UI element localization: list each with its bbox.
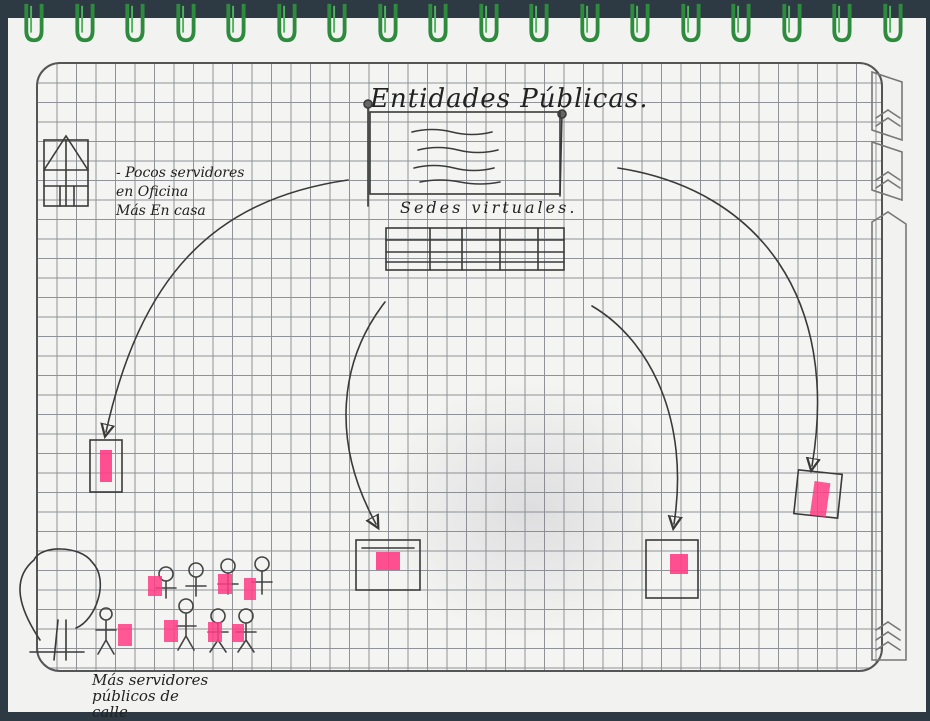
sedes-table-icon: [386, 228, 564, 270]
arrow-right: [618, 168, 818, 466]
device-icon-center-right: [646, 540, 698, 598]
arrow-center-left: [346, 302, 385, 524]
building-icon: [44, 136, 88, 206]
entity-board-icon: [364, 100, 566, 206]
person-group-icon: [96, 557, 272, 654]
arrow-left: [106, 180, 348, 432]
arrow-center-right: [592, 306, 678, 524]
chevron-icon: [872, 72, 906, 660]
device-icon-center-left: [356, 540, 420, 590]
tree-icon: [20, 549, 100, 660]
device-icon-right: [794, 470, 842, 518]
device-icon-left: [90, 440, 122, 492]
